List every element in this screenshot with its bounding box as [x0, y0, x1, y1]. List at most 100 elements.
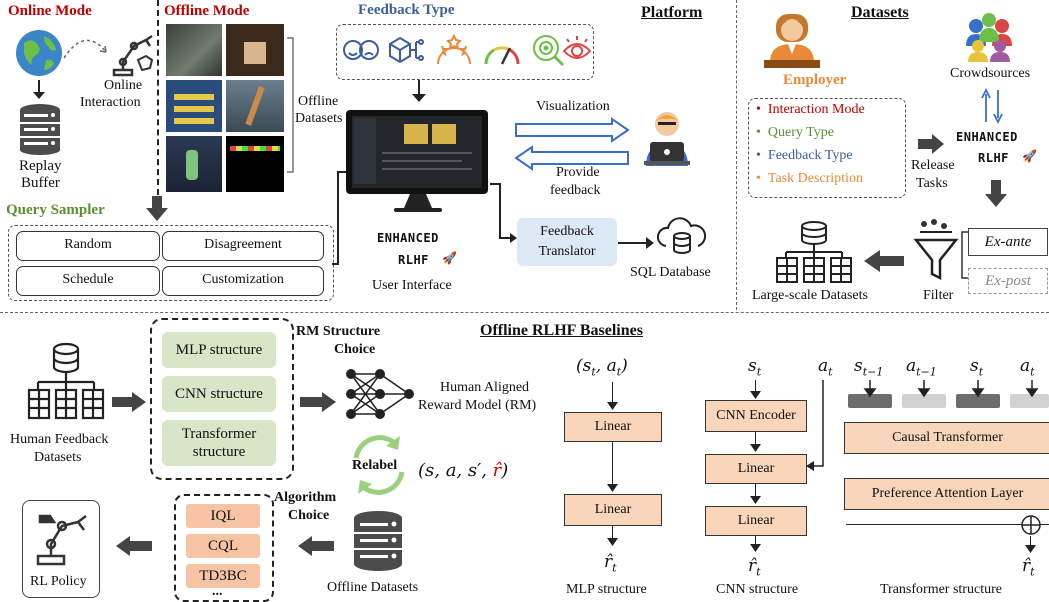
replay-buffer-2: Buffer: [21, 175, 60, 191]
tf-token-1: [848, 394, 892, 408]
tf-input-s-prev: st−1: [854, 356, 884, 379]
ex-ante-box: Ex-ante: [968, 228, 1048, 256]
arrowhead: [33, 92, 45, 99]
rm-choice-panel: [150, 318, 294, 480]
arrowhead: [750, 496, 761, 504]
database-icon: [20, 104, 60, 155]
online-mode-label: Online Mode: [8, 3, 92, 19]
rl-policy-box: [22, 500, 100, 598]
provide-feedback-1: Provide: [556, 165, 600, 180]
env-thumb-2: [226, 24, 284, 76]
hf-datasets-1: Human Feedback: [10, 432, 109, 447]
arrowhead: [750, 544, 761, 552]
rm-option-cnn[interactable]: CNN structure: [162, 376, 276, 412]
mlp-arrow-3: [612, 525, 613, 541]
gauge-icon: [484, 46, 520, 65]
algo-td3bc[interactable]: TD3BC: [186, 564, 260, 588]
employer-label: Employer: [783, 72, 847, 88]
mlp-output: r̂t: [604, 552, 617, 575]
cnn-input-s: st: [748, 356, 762, 379]
rm-option-transformer[interactable]: Transformer structure: [162, 420, 276, 466]
robot-policy-icon: [36, 514, 87, 566]
large-scale-label: Large-scale Datasets: [752, 288, 868, 303]
feedback-icons-row: [342, 30, 592, 72]
arrowhead: [1025, 545, 1036, 553]
tf-token-2: [902, 394, 946, 408]
filter-label: Filter: [923, 288, 954, 303]
employer-panel: [748, 98, 906, 198]
cnn-encoder: CNN Encoder: [705, 400, 807, 432]
release-arrow: [918, 134, 944, 154]
algo-iql[interactable]: IQL: [186, 504, 260, 528]
tf-input-a: at: [1020, 356, 1035, 379]
visualization-arrow: [515, 117, 630, 143]
rocket-icon: 🚀: [442, 251, 457, 265]
mlp-linear-1: Linear: [564, 412, 662, 442]
sampler-schedule[interactable]: Schedule: [16, 266, 160, 296]
sampler-random[interactable]: Random: [16, 231, 160, 261]
cnn-caption: CNN structure: [716, 582, 799, 597]
ui-video-left: [404, 124, 428, 144]
relabel-label: Relabel: [352, 458, 398, 473]
user-interface-label: User Interface: [372, 278, 452, 293]
cnn-input-a: at: [818, 356, 833, 379]
monitor-screen: [352, 116, 482, 188]
arrow-feedback-ui: [418, 80, 420, 96]
mlp-arrow-1: [612, 382, 613, 408]
interaction-arrow: [63, 39, 107, 59]
datasets-logo-2: RLHF: [978, 151, 1009, 165]
arrowhead: [412, 94, 426, 102]
ui-video-right: [432, 124, 456, 144]
tf-arrow-out: [1030, 536, 1031, 548]
provide-feedback-2: feedback: [550, 183, 601, 198]
filter-bracket: [961, 231, 968, 279]
annotator-laptop-icon: [644, 112, 690, 166]
algo-more: ...: [212, 584, 223, 599]
platform-title: Platform: [641, 4, 703, 21]
replay-buffer-1: Replay: [19, 158, 62, 174]
tf-input-s: st: [970, 356, 984, 379]
offline-datasets-1: Offline: [298, 94, 339, 109]
tf-caption: Transformer structure: [880, 582, 1002, 597]
ex-post-box: Ex-post: [968, 268, 1048, 294]
cnn-arrow-4: [755, 535, 756, 547]
tf-input-arrows: [863, 380, 1039, 398]
arrowhead: [607, 538, 618, 546]
cnn-output: r̂t: [748, 556, 761, 579]
human-feedback-dataset-icon: [27, 342, 105, 420]
sampler-customization[interactable]: Customization: [162, 266, 324, 296]
down-arrow-filter: [985, 180, 1007, 207]
feedback-type-panel: [336, 24, 594, 80]
translator-to-sql-arrow: [618, 242, 648, 244]
crowd-exchange-arrows: [981, 87, 1003, 125]
feedback-translator-box: Feedback Translator: [517, 218, 617, 266]
tf-preference-attention: Preference Attention Layer: [844, 478, 1049, 510]
arrowhead: [607, 484, 618, 492]
tf-causal-transformer: Causal Transformer: [844, 422, 1049, 454]
employer-item-query: • Query Type: [756, 125, 834, 140]
divider-top-vertical: [157, 0, 159, 195]
ui-to-translator-arrow: [490, 183, 517, 243]
provide-feedback-arrow: [514, 145, 629, 171]
robot-arm-icon: [112, 34, 154, 77]
employer-item-task: • Task Description: [756, 171, 863, 186]
divider-horizontal: [0, 312, 1049, 313]
human-aligned-2: Reward Model (RM): [418, 398, 537, 413]
tf-sum-node: [1021, 515, 1041, 535]
cnn-arrow-3: [755, 483, 756, 499]
cnn-linear-1: Linear: [705, 454, 807, 484]
neural-network-icon: [346, 369, 414, 419]
rating-stars-icon: [437, 33, 471, 65]
datasets-rocket-icon: 🚀: [1022, 149, 1037, 163]
rm-option-mlp[interactable]: MLP structure: [162, 332, 276, 368]
sampler-disagreement[interactable]: Disagreement: [162, 231, 324, 261]
algo-cql[interactable]: CQL: [186, 534, 260, 558]
cnn-arrow-2: [755, 431, 756, 447]
visualization-label: Visualization: [536, 99, 610, 114]
employer-item-feedback: • Feedback Type: [756, 148, 853, 163]
algorithm-choice-1: Algorithm: [274, 490, 337, 505]
datasets-title: Datasets: [851, 4, 909, 21]
translator-label-1: Feedback: [540, 224, 594, 239]
arrowhead: [607, 402, 618, 410]
cnn-arrow-s: [755, 380, 756, 394]
